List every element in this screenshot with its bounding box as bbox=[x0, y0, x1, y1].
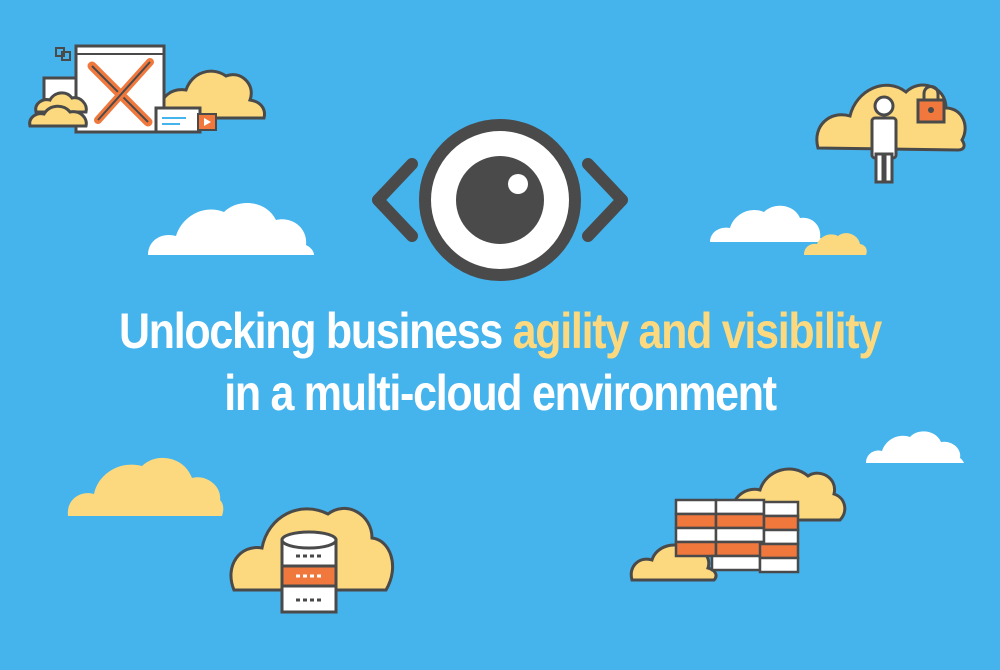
white-cloud-left bbox=[148, 202, 314, 255]
headline-line-2: in a multi-cloud environment bbox=[224, 365, 777, 421]
database-cloud-icon bbox=[229, 507, 395, 614]
white-cloud-far-right bbox=[866, 431, 964, 463]
yellow-cloud-left bbox=[67, 457, 224, 516]
server-stack-cloud-icon bbox=[629, 467, 847, 582]
headline: Unlocking business agility and visibilit… bbox=[70, 300, 930, 424]
headline-line-1: Unlocking business agility and visibilit… bbox=[70, 300, 930, 362]
headline-highlight: agility and visibility bbox=[512, 303, 883, 359]
headline-prefix: Unlocking business bbox=[119, 303, 513, 359]
design-tools-cloud-icon bbox=[28, 44, 266, 134]
user-lock-cloud-icon bbox=[815, 83, 967, 184]
eye-code-icon bbox=[372, 119, 628, 281]
yellow-cloud-small-right bbox=[804, 233, 867, 255]
white-cloud-right bbox=[710, 205, 826, 242]
